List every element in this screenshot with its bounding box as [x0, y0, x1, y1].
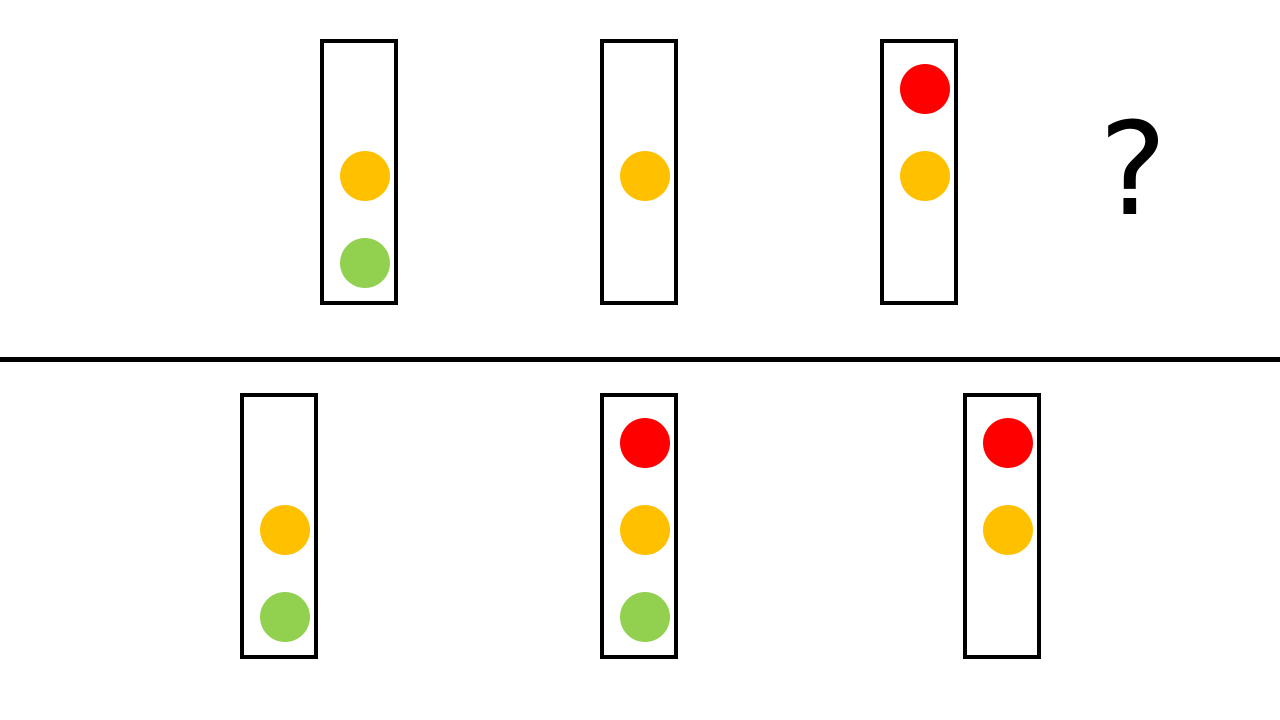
middle-lamp-yellow: [620, 505, 670, 555]
missing-item-question-mark: ?: [1099, 96, 1167, 245]
middle-lamp-yellow: [260, 505, 310, 555]
top-lamp-red: [900, 64, 950, 114]
top-lamp-red: [620, 418, 670, 468]
question-traffic-light-1: [320, 39, 398, 305]
bottom-lamp-green: [260, 592, 310, 642]
bottom-lamp-green: [620, 592, 670, 642]
top-lamp-red: [983, 418, 1033, 468]
question-traffic-light-2: [600, 39, 678, 305]
bottom-lamp-green: [340, 238, 390, 288]
answer-option-2[interactable]: [600, 393, 678, 659]
middle-lamp-yellow: [340, 151, 390, 201]
middle-lamp-yellow: [620, 151, 670, 201]
middle-lamp-yellow: [900, 151, 950, 201]
answer-option-3[interactable]: [963, 393, 1041, 659]
question-traffic-light-3: [880, 39, 958, 305]
row-divider: [0, 357, 1280, 362]
middle-lamp-yellow: [983, 505, 1033, 555]
answer-option-1[interactable]: [240, 393, 318, 659]
